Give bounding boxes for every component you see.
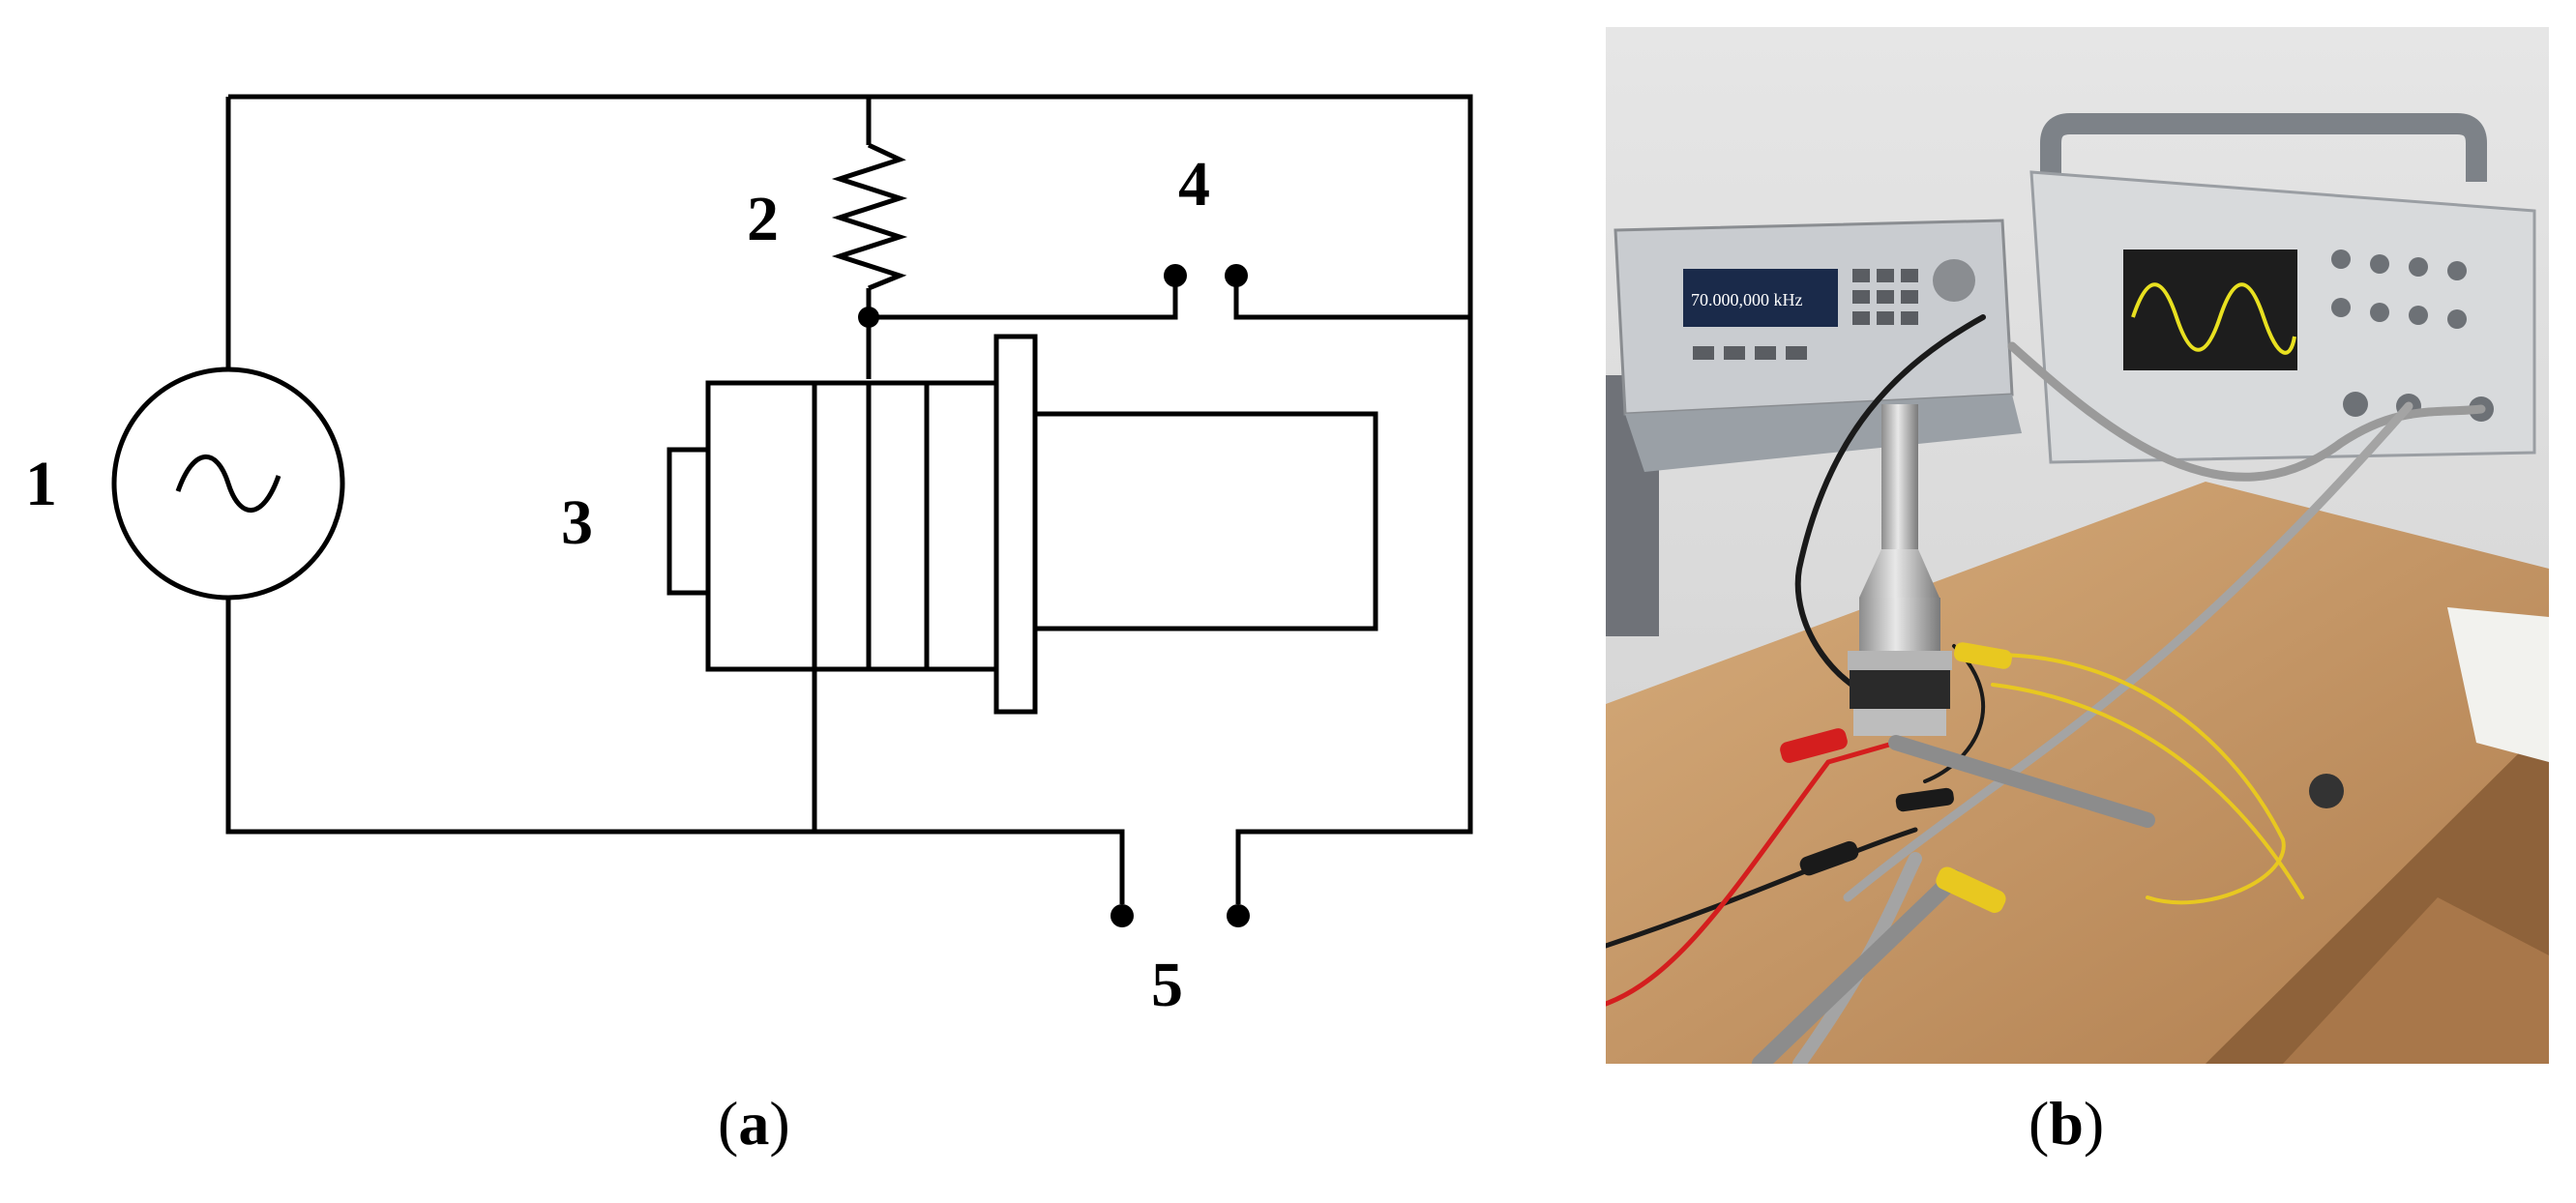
caption-a: (a) (718, 1088, 790, 1159)
switch5-contact-left (1110, 904, 1134, 927)
circuit-schematic: 1 2 3 4 5 (25, 94, 1473, 1020)
label-transducer: 3 (561, 487, 593, 558)
clip-yellow-bottom (1936, 866, 2006, 913)
generator-knob (1933, 259, 1975, 302)
switch4-contact-right (1225, 264, 1248, 287)
switch5-contact-right (1227, 904, 1250, 927)
wire-switch4-left (869, 276, 1178, 320)
cable-yellow-1 (1971, 653, 2286, 905)
clip-yellow-top (1953, 642, 2013, 669)
generator-display-text: 70.000,000 kHz (1691, 290, 1803, 309)
horn-flange (1848, 651, 1952, 670)
caption-b-letter: b (2049, 1089, 2084, 1158)
setup-photograph: 70.000,000 kHz (1606, 27, 2549, 1064)
clip-black-2 (1799, 840, 1859, 876)
cable-gray-2 (1843, 401, 2413, 902)
generator-base (1625, 395, 2022, 472)
wire-left-lower (225, 598, 1125, 882)
generator-buttons (1693, 269, 1918, 360)
clip-red (1780, 728, 1848, 763)
junction-dot (858, 307, 879, 328)
caption-b-open: ( (2028, 1089, 2050, 1158)
caption-b-close: ) (2083, 1089, 2105, 1158)
ac-source-sine (175, 455, 281, 513)
transducer-body (705, 380, 1006, 672)
horn-taper (1859, 549, 1939, 598)
horn-tip (1881, 404, 1918, 549)
desk-surface (1606, 482, 2549, 1064)
desk-drawer (2283, 897, 2549, 1064)
cable-yellow-2 (1991, 683, 2304, 899)
transducer-horn (1032, 411, 1378, 631)
cable-black-1 (1794, 314, 1986, 707)
wire-switch5-stubs (1119, 882, 1241, 904)
generator-display (1683, 269, 1838, 327)
drawer-lock (2309, 774, 2344, 808)
transducer-base (1853, 709, 1946, 736)
caption-a-letter: a (738, 1089, 770, 1158)
oscilloscope-screen (2123, 249, 2297, 370)
label-resistor: 2 (747, 184, 779, 254)
wire-top (228, 94, 1473, 882)
papers (2447, 607, 2549, 762)
label-switch-top: 4 (1178, 149, 1210, 220)
caption-a-open: ( (718, 1089, 739, 1158)
switch4-contact-left (1164, 264, 1187, 287)
cable-black-3 (1923, 644, 1985, 783)
cable-gray-1 (2007, 341, 2486, 482)
cable-red (1606, 740, 1899, 1007)
caption-b: (b) (2028, 1088, 2104, 1159)
circuit-diagram: 1 2 3 4 5 (25, 94, 1473, 1020)
cable-gray-3 (1792, 852, 1922, 1064)
oscilloscope-waveform (2131, 282, 2296, 355)
caption-a-close: ) (769, 1089, 790, 1158)
probe-gray-lower (1752, 869, 1963, 1064)
transducer-back-cap (666, 447, 711, 596)
transducer-ring (1850, 670, 1950, 709)
probe-gray-upper (1888, 735, 2155, 828)
label-switch-bottom: 5 (1151, 950, 1183, 1020)
transducer-flange (993, 334, 1038, 715)
cable-black-2 (1606, 827, 1918, 949)
clip-black-1 (1895, 787, 1954, 812)
oscilloscope-handle (2040, 113, 2487, 182)
label-source: 1 (25, 449, 57, 519)
resistor-zigzag (831, 142, 908, 291)
wire-switch4-right (1233, 276, 1470, 320)
setup-photo-illustration: 70.000,000 kHz (1606, 27, 2549, 1064)
